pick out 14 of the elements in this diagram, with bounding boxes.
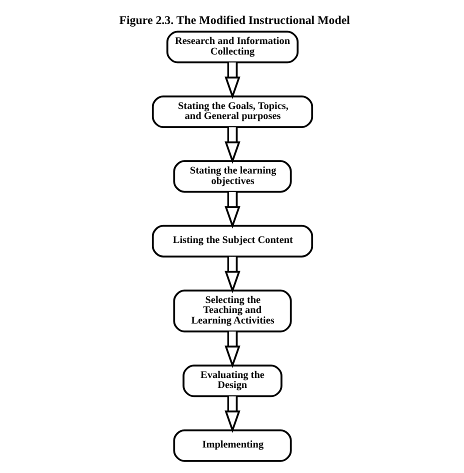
arrow — [224, 332, 240, 368]
node-box: Evaluating the Design — [182, 364, 282, 398]
arrow — [224, 192, 240, 229]
node-box: Stating the Goals, Topics, and General purposes — [151, 95, 313, 128]
arrow — [224, 127, 240, 164]
node-box: Research and Information Collecting — [166, 30, 298, 64]
node-box: Selecting the Teaching and Learning Activities — [172, 290, 292, 332]
arrow — [224, 62, 240, 100]
node-box: Implementing — [172, 429, 292, 462]
diagram-title: Figure 2.3. The Modified Instructional Model — [118, 13, 350, 28]
arrow — [224, 256, 240, 294]
arrow — [224, 396, 240, 434]
node-box: Listing the Subject Content — [151, 224, 313, 258]
node-box: Stating the learning objectives — [172, 160, 292, 193]
